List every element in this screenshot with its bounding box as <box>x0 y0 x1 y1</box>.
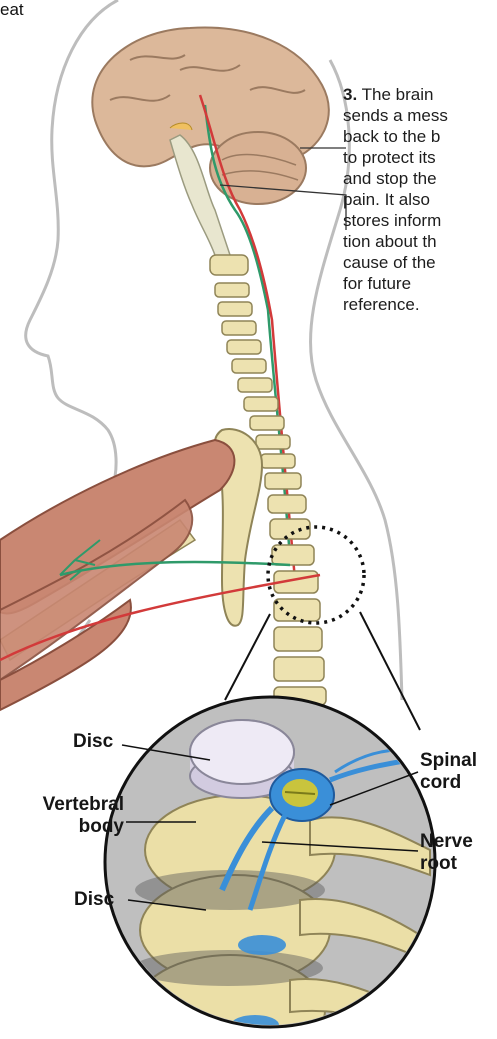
step-line-5: and stop the <box>343 168 497 189</box>
label-vertebral-line1: Vertebral <box>14 794 124 816</box>
step-number: 3. <box>343 85 357 104</box>
step-line-6: pain. It also <box>343 189 497 210</box>
label-nerve-line2: root <box>420 853 473 875</box>
label-disc-lower: Disc <box>74 889 114 911</box>
top-text-fragment: eat <box>0 0 24 20</box>
step-line-9: cause of the <box>343 252 497 273</box>
step-line-2: sends a mess <box>343 105 497 126</box>
label-vertebral-body: Vertebral body <box>14 794 124 838</box>
label-nerve-line1: Nerve <box>420 831 473 853</box>
label-nerve-root: Nerve root <box>420 831 473 875</box>
step-line-3: back to the b <box>343 126 497 147</box>
step-line-10: for future <box>343 273 497 294</box>
step-line-1: The brain <box>362 85 434 104</box>
step-3-description: 3. The brain sends a mess back to the b … <box>343 84 497 315</box>
step-line-4: to protect its <box>343 147 497 168</box>
label-disc-upper: Disc <box>73 731 113 753</box>
step-line-7: stores inform <box>343 210 497 231</box>
step-line-8: tion about th <box>343 231 497 252</box>
label-spinal-line2: cord <box>420 772 477 794</box>
label-spinal-cord: Spinal cord <box>420 750 477 794</box>
label-spinal-line1: Spinal <box>420 750 477 772</box>
step-line-11: reference. <box>343 294 497 315</box>
label-vertebral-line2: body <box>14 816 124 838</box>
